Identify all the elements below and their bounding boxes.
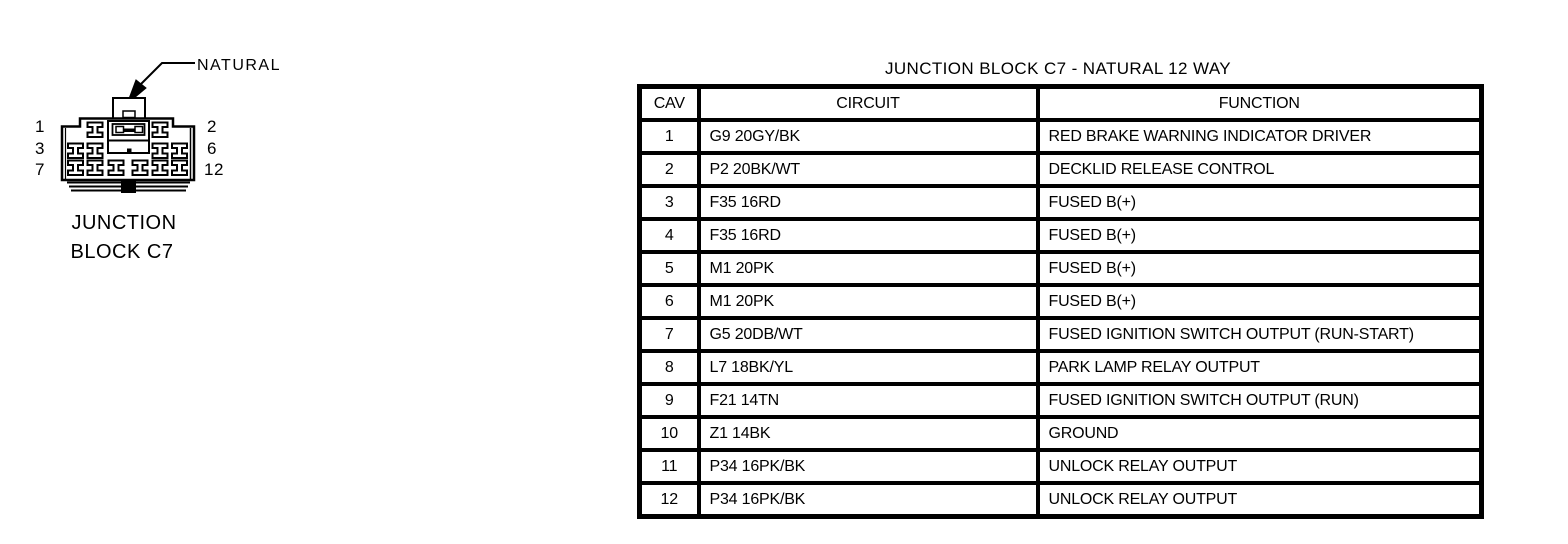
function-cell: FUSED IGNITION SWITCH OUTPUT (RUN-START) (1035, 316, 1484, 353)
cav-cell: 1 (637, 118, 701, 155)
circuit-cell: G5 20DB/WT (696, 316, 1040, 353)
table-title: JUNCTION BLOCK C7 - NATURAL 12 WAY (884, 59, 1232, 78)
function-cell: PARK LAMP RELAY OUTPUT (1035, 349, 1484, 386)
connector-caption-line2: BLOCK C7 (71, 241, 174, 263)
col-header-cav: CAV (637, 84, 701, 122)
circuit-cell: M1 20PK (696, 250, 1040, 287)
circuit-cell: F35 16RD (696, 184, 1040, 221)
latch-window (107, 120, 150, 154)
function-cell: FUSED IGNITION SWITCH OUTPUT (RUN) (1035, 382, 1484, 419)
function-cell: RED BRAKE WARNING INDICATOR DRIVER (1035, 118, 1484, 155)
pin-label-12: 12 (204, 160, 224, 179)
cav-cell: 10 (637, 415, 701, 452)
col-header-function: FUNCTION (1035, 84, 1484, 122)
cav-cell: 12 (637, 481, 701, 519)
function-cell: GROUND (1035, 415, 1484, 452)
connector-latch-tab (112, 97, 146, 120)
cav-cell: 9 (637, 382, 701, 419)
pin-label-2: 2 (207, 117, 217, 136)
pin-label-7: 7 (35, 160, 45, 179)
cav-cell: 5 (637, 250, 701, 287)
function-cell: UNLOCK RELAY OUTPUT (1035, 481, 1484, 519)
function-cell: FUSED B(+) (1035, 283, 1484, 320)
pin-label-1: 1 (35, 117, 45, 136)
circuit-cell: Z1 14BK (696, 415, 1040, 452)
circuit-cell: P2 20BK/WT (696, 151, 1040, 188)
cav-cell: 4 (637, 217, 701, 254)
function-cell: UNLOCK RELAY OUTPUT (1035, 448, 1484, 485)
circuit-cell: P34 16PK/BK (696, 448, 1040, 485)
pin-labels: 1 3 7 2 6 12 (35, 117, 224, 179)
pin-label-3: 3 (35, 139, 45, 158)
cav-cell: 7 (637, 316, 701, 353)
natural-label: NATURAL (197, 57, 281, 74)
function-cell: FUSED B(+) (1035, 217, 1484, 254)
circuit-cell: L7 18BK/YL (696, 349, 1040, 386)
pin-label-6: 6 (207, 139, 217, 158)
cav-cell: 3 (637, 184, 701, 221)
bottom-lock-icon (121, 180, 136, 193)
cav-cell: 8 (637, 349, 701, 386)
circuit-cell: M1 20PK (696, 283, 1040, 320)
cav-cell: 11 (637, 448, 701, 485)
function-cell: FUSED B(+) (1035, 184, 1484, 221)
connector-caption-line1: JUNCTION (71, 212, 176, 234)
function-cell: FUSED B(+) (1035, 250, 1484, 287)
header-row: CAV CIRCUIT FUNCTION (637, 84, 1484, 122)
circuit-cell: P34 16PK/BK (696, 481, 1040, 519)
cav-cell: 2 (637, 151, 701, 188)
col-header-circuit: CIRCUIT (696, 84, 1040, 122)
cav-cell: 6 (637, 283, 701, 320)
function-cell: DECKLID RELEASE CONTROL (1035, 151, 1484, 188)
circuit-cell: F35 16RD (696, 217, 1040, 254)
circuit-cell: G9 20GY/BK (696, 118, 1040, 155)
connector-diagram: NATURAL (35, 57, 281, 263)
circuit-cell: F21 14TN (696, 382, 1040, 419)
connector-caption: JUNCTION BLOCK C7 (71, 212, 177, 263)
